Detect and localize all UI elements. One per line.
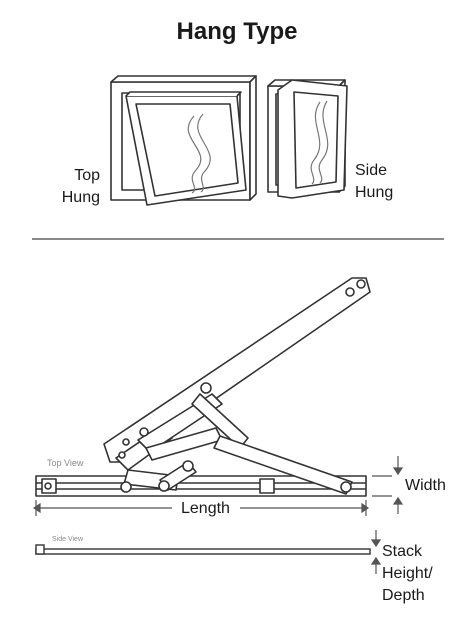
width-label: Width	[405, 477, 446, 494]
side-hung-label: Side Hung	[355, 160, 393, 204]
stack-label-line1: Stack	[382, 543, 423, 560]
side-hung-label-line1: Side	[355, 162, 388, 179]
top-hung-label-line2: Hung	[61, 189, 100, 206]
length-label: Length	[181, 500, 230, 517]
stack-label-line2: Height/	[382, 565, 433, 582]
section-divider	[32, 238, 444, 240]
top-hung-label-line1: Top	[74, 167, 100, 184]
top-view-label: Top View	[47, 458, 84, 468]
side-hung-label-line2: Hung	[355, 184, 394, 201]
side-view-label: Side View	[52, 536, 84, 543]
page-title: Hang Type	[176, 18, 298, 45]
stack-height-depth-label: Stack Height/ Depth	[382, 541, 433, 607]
stack-label-line3: Depth	[382, 587, 425, 604]
top-hung-label: Top Hung	[52, 165, 100, 209]
